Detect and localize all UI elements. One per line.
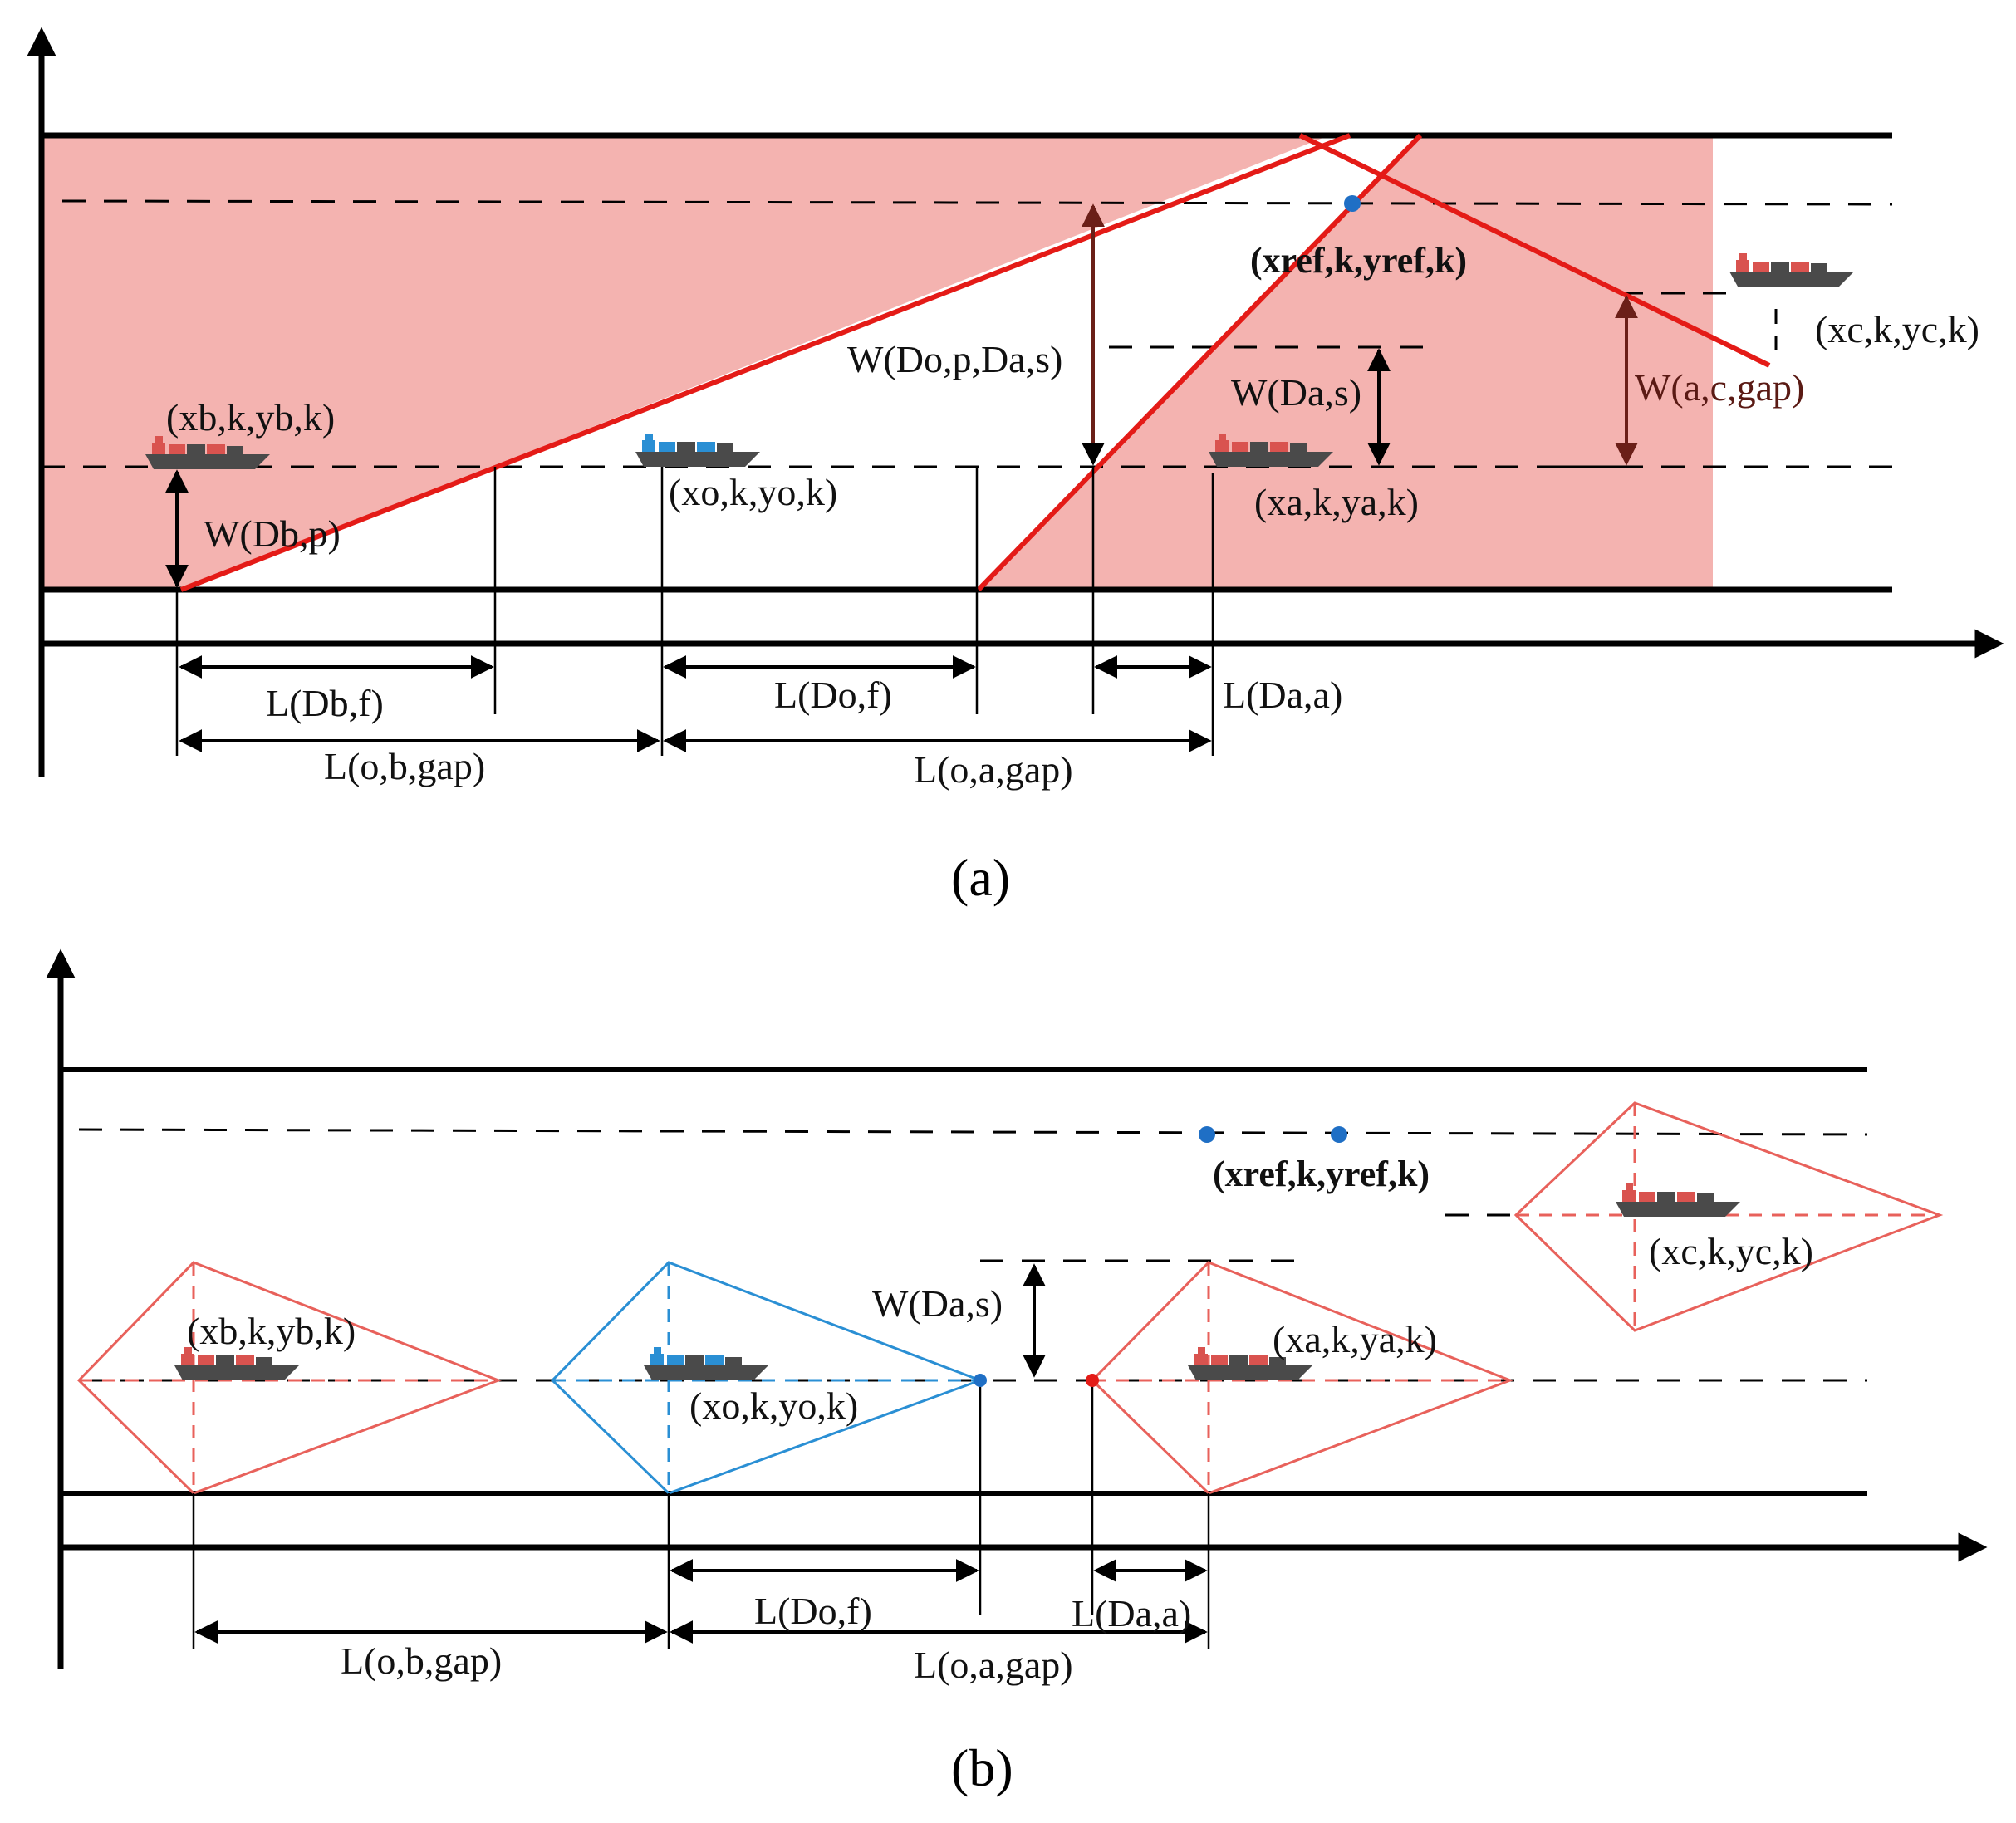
label-w-das: W(Da,s) — [1231, 371, 1361, 414]
label-w-dopdas: W(Do,p,Da,s) — [847, 338, 1062, 380]
domain-a — [1090, 1261, 1514, 1495]
label-ship-c: (xc,k,yc,k) — [1815, 308, 1979, 350]
label-ship-a-b: (xa,k,ya,k) — [1273, 1318, 1437, 1360]
label-l-dbf: L(Db,f) — [266, 682, 384, 724]
label-ref-a: (xref,k,yref,k) — [1250, 240, 1467, 281]
label-ship-b: (xb,k,yb,k) — [166, 396, 335, 439]
label-w-dbp: W(Db,p) — [204, 512, 341, 555]
label-l-daa: L(Da,a) — [1223, 674, 1342, 716]
danger-region-left — [42, 137, 1325, 590]
ref-point-b1 — [1199, 1126, 1215, 1143]
label-ship-o: (xo,k,yo,k) — [669, 471, 837, 513]
label-ship-o-b: (xo,k,yo,k) — [689, 1384, 858, 1427]
ref-point-b2 — [1331, 1126, 1347, 1143]
ship-o-icon-b — [644, 1347, 768, 1380]
lane-dashed-upper — [61, 199, 1893, 206]
label-ship-b-b: (xb,k,yb,k) — [187, 1310, 356, 1352]
label-l-oagap-b: L(o,a,gap) — [914, 1644, 1073, 1686]
label-ship-a: (xa,k,ya,k) — [1254, 481, 1419, 523]
label-l-obgap-b: L(o,b,gap) — [341, 1639, 502, 1682]
label-w-das-b: W(Da,s) — [872, 1282, 1003, 1325]
ship-o-icon — [635, 434, 760, 467]
label-ref-b: (xref,k,yref,k) — [1213, 1154, 1430, 1194]
panel-label-a: (a) — [951, 848, 1010, 907]
ship-c-icon-b — [1616, 1183, 1740, 1217]
lane-dashed-upper-b — [78, 1128, 1868, 1136]
label-l-dof: L(Do,f) — [774, 674, 892, 716]
panel-label-b: (b) — [951, 1738, 1013, 1797]
ship-b-icon-b — [174, 1347, 299, 1380]
ref-point-a — [1344, 195, 1361, 212]
label-l-obgap: L(o,b,gap) — [324, 745, 485, 787]
front-point-o — [974, 1374, 987, 1387]
panel-b: (xb,k,yb,k) (xo,k,yo,k) (xa,k,ya,k) (xc,… — [46, 948, 1988, 1797]
label-w-acgap: W(a,c,gap) — [1635, 366, 1804, 409]
danger-line-c — [1298, 133, 1771, 368]
danger-line-b — [179, 133, 1351, 592]
label-l-dof-b: L(Do,f) — [754, 1590, 872, 1632]
danger-line-o — [976, 133, 1423, 592]
label-l-oagap: L(o,a,gap) — [914, 748, 1073, 791]
domain-b — [76, 1261, 503, 1495]
label-l-daa-b: L(Da,a) — [1072, 1592, 1191, 1634]
domain-c — [1513, 1101, 1944, 1332]
panel-a: (xb,k,yb,k) (xo,k,yo,k) (xa,k,ya,k) (xc,… — [27, 27, 2004, 907]
stern-point-a — [1086, 1374, 1099, 1387]
ship-c-icon — [1729, 253, 1854, 287]
label-ship-c-b: (xc,k,yc,k) — [1649, 1230, 1813, 1272]
